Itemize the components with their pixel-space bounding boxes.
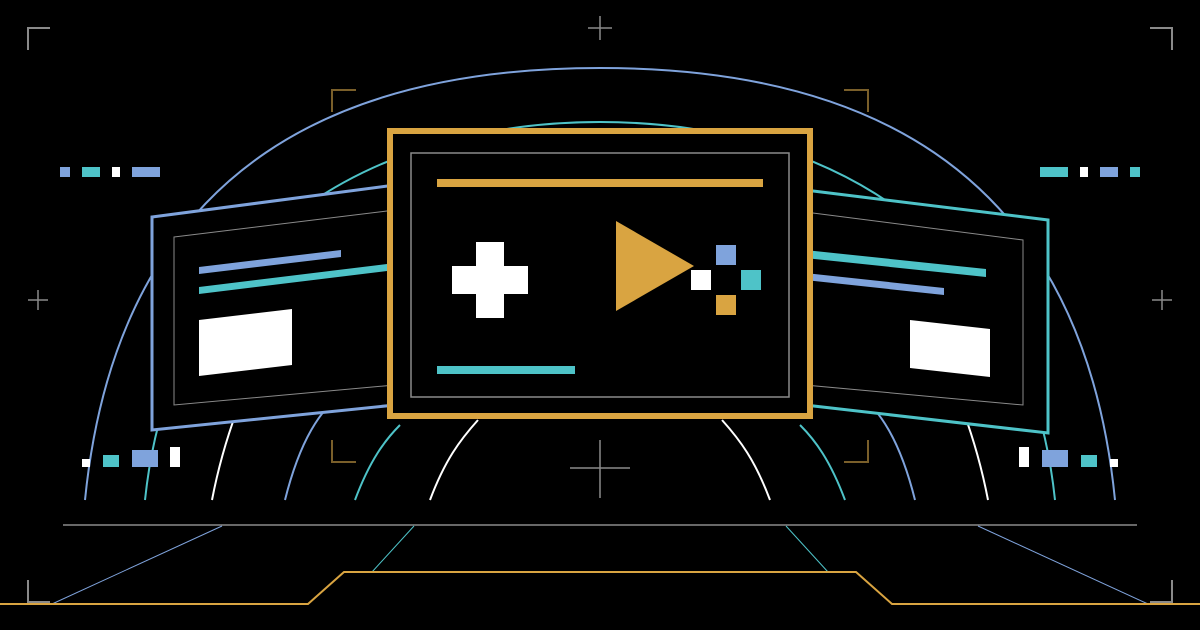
frame-corner-brackets [27,27,1173,603]
pixel-dots-top-right [1040,167,1140,177]
left-panel-thumbnail [199,309,292,376]
pixel-dots-top-left [60,167,160,177]
pixel-dots-bottom-left [82,447,180,467]
play-triangle-icon [616,221,694,311]
dpad-icon [452,242,528,318]
screen-caption-bar [437,366,575,374]
main-video-screen [387,128,813,419]
floor [0,524,1200,605]
inner-gold-brackets [331,89,869,463]
right-side-panel [803,188,1050,435]
right-panel-thumbnail [910,320,990,377]
screen-title-bar [437,179,763,187]
pixel-dots-bottom-right [1019,447,1118,467]
controller-buttons-icon [691,245,761,315]
crosshair-marks [28,16,1172,498]
left-side-panel [150,183,397,432]
